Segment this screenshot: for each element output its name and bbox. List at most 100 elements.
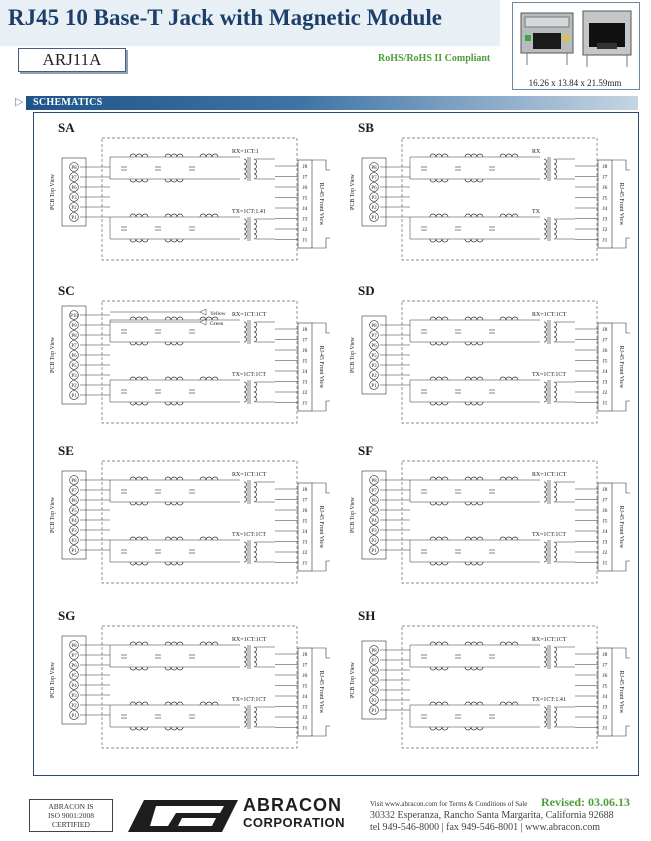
tx-ratio-label: TX	[532, 209, 541, 215]
pcb-pin-label: P1	[71, 549, 77, 554]
pcb-pin-label: P2	[71, 384, 77, 389]
pcb-pin-label: P10	[70, 314, 78, 319]
rj45-front-view-label: RJ-45 Front View	[618, 506, 624, 550]
rohs-compliance-text: RoHS/RoHS II Compliant	[378, 53, 491, 64]
pcb-pin-label: P8	[371, 479, 377, 484]
rj45-pin-label: J4	[603, 369, 608, 375]
schematic-label: SH	[358, 608, 376, 623]
section-header-bar	[26, 96, 638, 110]
rj45-pin-label: J6	[303, 508, 308, 514]
pcb-pin-label: P3	[371, 196, 377, 201]
led-label: Yellow	[210, 311, 226, 317]
rj45-pin-label: J1	[603, 238, 608, 244]
rj45-pin-label: J3	[603, 705, 608, 711]
rj45-pin-label: J7	[303, 663, 308, 669]
pcb-pin-label: P2	[71, 206, 77, 211]
pcb-pin-label: P5	[71, 674, 77, 679]
pcb-pin-label: P6	[371, 186, 377, 191]
terms-link[interactable]: Visit www.abracon.com for Terms & Condit…	[370, 800, 528, 808]
pcb-pin-label: P3	[71, 694, 77, 699]
rj45-pin-label: J4	[603, 529, 608, 535]
pcb-pin-label: P7	[371, 334, 377, 339]
pcb-pin-label: P6	[371, 499, 377, 504]
rj45-pin-label: J8	[603, 652, 608, 658]
pcb-pin-label: P6	[371, 669, 377, 674]
rj45-pin-label: J4	[303, 529, 308, 535]
tx-ratio-label: TX=1CT:1CT	[232, 697, 266, 703]
schematic-label: SE	[58, 443, 74, 458]
company-contact[interactable]: tel 949-546-8000 | fax 949-546-8001 | ww…	[370, 822, 600, 833]
pcb-pin-label: P2	[71, 539, 77, 544]
cert-line-2: ISO 9001:2008	[47, 811, 95, 820]
rj45-pin-label: J5	[303, 519, 308, 525]
pcb-pin-label: P7	[371, 489, 377, 494]
pcb-pin-label: P3	[371, 529, 377, 534]
pcb-pin-label: P2	[371, 699, 377, 704]
title-bar	[0, 0, 500, 46]
pcb-pin-label: P9	[71, 324, 77, 329]
pcb-pin-label: P8	[71, 479, 77, 484]
rj45-pin-label: J6	[303, 185, 308, 191]
rj45-pin-label: J7	[603, 498, 608, 504]
rj45-pin-label: J3	[603, 217, 608, 223]
pcb-pin-label: P7	[71, 176, 77, 181]
rj45-pin-label: J4	[303, 694, 308, 700]
rj45-pin-label: J1	[603, 401, 608, 407]
rj45-pin-label: J2	[303, 390, 308, 396]
rj45-pin-label: J3	[603, 540, 608, 546]
pcb-pin-label: P1	[371, 216, 377, 221]
pcb-pin-label: P6	[71, 664, 77, 669]
rj45-front-view-label: RJ-45 Front View	[618, 671, 624, 715]
schematics-frame	[33, 112, 639, 776]
rx-ratio-label: RX=1CT:1CT	[532, 472, 567, 478]
section-arrow-icon: ▷	[15, 96, 24, 108]
pcb-top-view-label: PCB Top View	[50, 661, 56, 698]
pcb-pin-label: P3	[71, 529, 77, 534]
rj45-pin-label: J8	[303, 652, 308, 658]
rj45-pin-label: J6	[603, 508, 608, 514]
rx-ratio-label: RX=1CT:1	[232, 149, 259, 155]
rj45-pin-label: J1	[603, 726, 608, 732]
pcb-pin-label: P7	[71, 344, 77, 349]
tx-ratio-label: TX=1CT:1.41	[232, 209, 266, 215]
tx-ratio-label: TX=1CT:1CT	[232, 372, 266, 378]
rj45-pin-label: J4	[303, 206, 308, 212]
pcb-pin-label: P3	[371, 689, 377, 694]
pcb-pin-label: P6	[371, 344, 377, 349]
rj45-front-view-label: RJ-45 Front View	[318, 671, 324, 715]
rj45-pin-label: J3	[303, 217, 308, 223]
rj45-pin-label: J5	[603, 359, 608, 365]
pcb-pin-label: P7	[71, 489, 77, 494]
pcb-pin-label: P2	[371, 206, 377, 211]
pcb-top-view-label: PCB Top View	[350, 173, 356, 210]
pcb-pin-label: P5	[371, 354, 377, 359]
pcb-pin-label: P3	[71, 374, 77, 379]
cert-line-3: CERTIFIED	[52, 820, 90, 829]
rj45-pin-label: J5	[303, 359, 308, 365]
pcb-pin-label: P1	[71, 394, 77, 399]
pcb-pin-label: P5	[371, 509, 377, 514]
pcb-pin-label: P8	[371, 166, 377, 171]
rx-ratio-label: RX=1CT:1CT	[232, 312, 267, 318]
tx-ratio-label: TX=1CT:1CT	[532, 532, 566, 538]
schematic-label: SF	[358, 443, 374, 458]
rj45-front-view-label: RJ-45 Front View	[618, 183, 624, 227]
rj45-pin-label: J8	[303, 487, 308, 493]
pcb-pin-label: P4	[71, 684, 77, 689]
pcb-pin-label: P7	[371, 176, 377, 181]
rj45-pin-label: J7	[303, 338, 308, 344]
rj45-front-view-label: RJ-45 Front View	[318, 346, 324, 390]
pcb-pin-label: P1	[371, 709, 377, 714]
schematic-label: SB	[358, 120, 374, 135]
rj45-pin-label: J8	[603, 327, 608, 333]
rj45-pin-label: J6	[603, 185, 608, 191]
rj45-pin-label: J6	[603, 673, 608, 679]
rj45-front-view-label: RJ-45 Front View	[318, 183, 324, 227]
pcb-pin-label: P2	[371, 374, 377, 379]
rx-ratio-label: RX=1CT:1CT	[232, 472, 267, 478]
